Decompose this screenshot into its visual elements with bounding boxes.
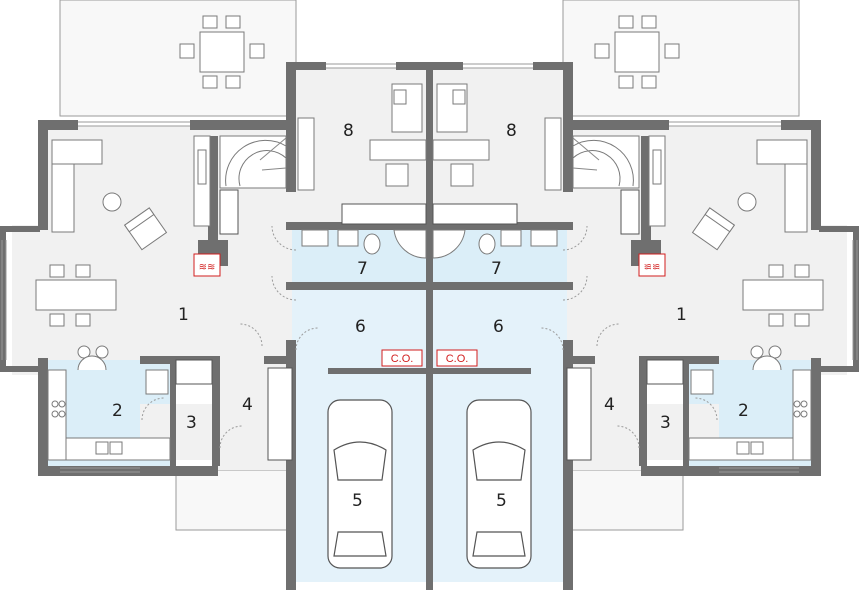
room-label-garage: 5 xyxy=(496,491,507,511)
room-label-pantry: 3 xyxy=(660,413,671,433)
room-label-hall: 4 xyxy=(242,395,253,415)
room-label-kitchen: 2 xyxy=(112,401,123,421)
room-label-study: 8 xyxy=(343,121,354,141)
unit-right: 1 2 3 4 5 6 7 8 C.O. xyxy=(426,0,859,591)
room-label-pantry: 3 xyxy=(186,413,197,433)
room-label-living: 1 xyxy=(676,305,687,325)
co-badge-label: C.O. xyxy=(391,353,414,365)
room-label-bathroom: 7 xyxy=(357,259,368,279)
co-badge-label: C.O. xyxy=(446,353,469,365)
room-label-garage: 5 xyxy=(352,491,363,511)
room-label-kitchen: 2 xyxy=(738,401,749,421)
room-label-living: 1 xyxy=(178,305,189,325)
room-label-bathroom: 7 xyxy=(491,259,502,279)
unit-left: 1 2 3 4 5 6 7 8 C.O. xyxy=(0,0,433,591)
room-label-hall: 4 xyxy=(604,395,615,415)
room-label-utility: 6 xyxy=(355,317,366,337)
co-badge xyxy=(436,349,478,367)
room-label-utility: 6 xyxy=(493,317,504,337)
room-label-study: 8 xyxy=(506,121,517,141)
co-badge xyxy=(381,349,423,367)
